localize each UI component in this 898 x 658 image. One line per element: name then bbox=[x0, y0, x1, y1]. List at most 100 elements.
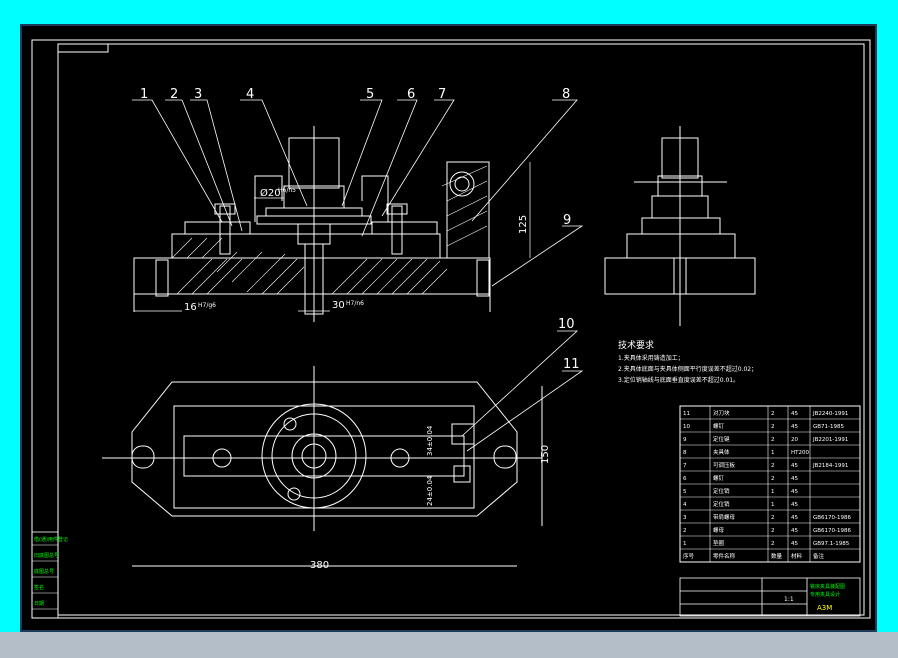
dim-150: 150 bbox=[540, 445, 551, 464]
parts-cell: 7 bbox=[683, 463, 687, 469]
parts-cell: 2 bbox=[771, 515, 775, 521]
drawing-name: 铣床夹具装配图 bbox=[810, 583, 845, 590]
parts-cell: 45 bbox=[791, 489, 798, 495]
parts-cell: 45 bbox=[791, 502, 798, 508]
leader-label-7: 7 bbox=[438, 87, 446, 102]
parts-cell: 夹具体 bbox=[713, 448, 730, 456]
bottom-strip bbox=[0, 632, 898, 658]
parts-header-cell: 序号 bbox=[683, 552, 695, 560]
dim-380: 380 bbox=[310, 560, 329, 571]
parts-cell: JB2240-1991 bbox=[812, 411, 848, 417]
technical-notes: 技术要求 1.夹具体采用铸造加工； 2.夹具体底面与夹具体侧面平行度误差不超过0… bbox=[618, 339, 757, 384]
notes-line-3: 3.定位销轴线与底面垂直度误差不超过0.01。 bbox=[618, 376, 739, 384]
inner-border bbox=[57, 43, 865, 616]
parts-cell: 2 bbox=[683, 528, 687, 534]
parts-cell: 2 bbox=[771, 411, 775, 417]
leaders bbox=[132, 99, 584, 452]
parts-cell: 1 bbox=[683, 541, 687, 547]
dim-30-tol: H7/n6 bbox=[346, 300, 364, 307]
parts-cell: 9 bbox=[683, 437, 687, 443]
parts-cell: 45 bbox=[791, 463, 798, 469]
parts-cell: 对刀块 bbox=[713, 409, 730, 417]
parts-cell: 定位键 bbox=[713, 435, 730, 443]
front-view bbox=[133, 126, 491, 322]
parts-cell: 45 bbox=[791, 541, 798, 547]
corner-box bbox=[57, 43, 109, 53]
parts-cell: 可调压板 bbox=[713, 461, 736, 469]
dim-bore: Ø20 bbox=[260, 187, 281, 199]
parts-cell: 45 bbox=[791, 528, 798, 534]
leader-label-2: 2 bbox=[170, 87, 178, 102]
parts-cell: 垫圈 bbox=[713, 539, 725, 547]
parts-header-cell: 材料 bbox=[791, 552, 803, 560]
leader-label-4: 4 bbox=[246, 87, 254, 102]
parts-cell: GB6170-1986 bbox=[813, 515, 852, 521]
parts-cell: JB2184-1991 bbox=[812, 463, 848, 469]
parts-cell: 螺钉 bbox=[713, 474, 725, 482]
cad-drawing-canvas[interactable]: 1 2 3 4 5 6 7 8 9 10 11 16 H7/g6 Ø20 H6/… bbox=[20, 24, 877, 632]
parts-cell: 1 bbox=[771, 502, 775, 508]
stamp-label: 签名 bbox=[34, 584, 44, 591]
parts-cell: 2 bbox=[771, 528, 775, 534]
parts-cell: 定位销 bbox=[713, 500, 730, 508]
parts-cell: 螺母 bbox=[713, 526, 725, 534]
parts-cell: 6 bbox=[683, 476, 687, 482]
title-block-text: 铣床夹具装配图 专用夹具设计 A3M 1:1 bbox=[784, 583, 845, 612]
parts-cell: 1 bbox=[771, 489, 775, 495]
drawing-scale: 1:1 bbox=[784, 596, 794, 603]
front-dimensions bbox=[134, 162, 531, 312]
parts-cell: 4 bbox=[683, 502, 687, 508]
dim-16: 16 bbox=[184, 302, 197, 313]
top-dim-text: 380 150 34±0.04 24±0.04 bbox=[310, 425, 551, 571]
parts-cell: 45 bbox=[791, 411, 798, 417]
parts-cell: 定位销 bbox=[713, 487, 730, 495]
drawing-svg: 1 2 3 4 5 6 7 8 9 10 11 16 H7/g6 Ø20 H6/… bbox=[31, 39, 871, 619]
title-block bbox=[679, 577, 861, 617]
leader-numbers: 1 2 3 4 5 6 7 8 9 10 11 bbox=[140, 87, 580, 372]
front-dim-text: 16 H7/g6 Ø20 H6/n5 30 H7/n6 125 bbox=[184, 187, 529, 313]
side-view bbox=[604, 126, 756, 326]
parts-row: 5 定位销 1 45 bbox=[680, 487, 860, 498]
parts-row: 3 带肩螺母 2 45 GB6170-1986 bbox=[680, 513, 860, 524]
parts-cell: 8 bbox=[683, 450, 687, 456]
notes-line-2: 2.夹具体底面与夹具体侧面平行度误差不超过0.02； bbox=[618, 365, 757, 373]
parts-cell: 45 bbox=[791, 515, 798, 521]
leader-label-1: 1 bbox=[140, 87, 148, 102]
parts-cell: 2 bbox=[771, 463, 775, 469]
dim-16-tol: H7/g6 bbox=[198, 302, 216, 309]
leader-label-10: 10 bbox=[558, 317, 575, 332]
dim-24: 24±0.04 bbox=[426, 475, 434, 506]
parts-row: 4 定位销 1 45 bbox=[680, 500, 860, 511]
notes-line-1: 1.夹具体采用铸造加工； bbox=[618, 354, 684, 362]
parts-cell: 带肩螺母 bbox=[713, 513, 736, 521]
parts-cell: 螺钉 bbox=[713, 422, 725, 430]
parts-cell: 45 bbox=[791, 424, 798, 430]
leader-label-11: 11 bbox=[563, 357, 580, 372]
stamp-label: 借(通)用件登记 bbox=[34, 536, 68, 543]
parts-cell: GB71-1985 bbox=[813, 424, 845, 430]
top-view bbox=[102, 366, 543, 567]
parts-cell: 5 bbox=[683, 489, 687, 495]
dim-30: 30 bbox=[332, 300, 345, 311]
parts-row: 7 可调压板 2 45 JB2184-1991 bbox=[680, 461, 860, 472]
front-hatching bbox=[171, 165, 488, 295]
outer-border bbox=[31, 39, 871, 619]
parts-cell: 3 bbox=[683, 515, 687, 521]
parts-header-cell: 数量 bbox=[771, 552, 783, 560]
leader-label-5: 5 bbox=[366, 87, 374, 102]
stamp-label: 底图总号 bbox=[34, 568, 54, 575]
parts-cell: 1 bbox=[771, 450, 775, 456]
parts-header-cell: 备注 bbox=[813, 552, 825, 560]
leader-label-9: 9 bbox=[563, 213, 571, 228]
